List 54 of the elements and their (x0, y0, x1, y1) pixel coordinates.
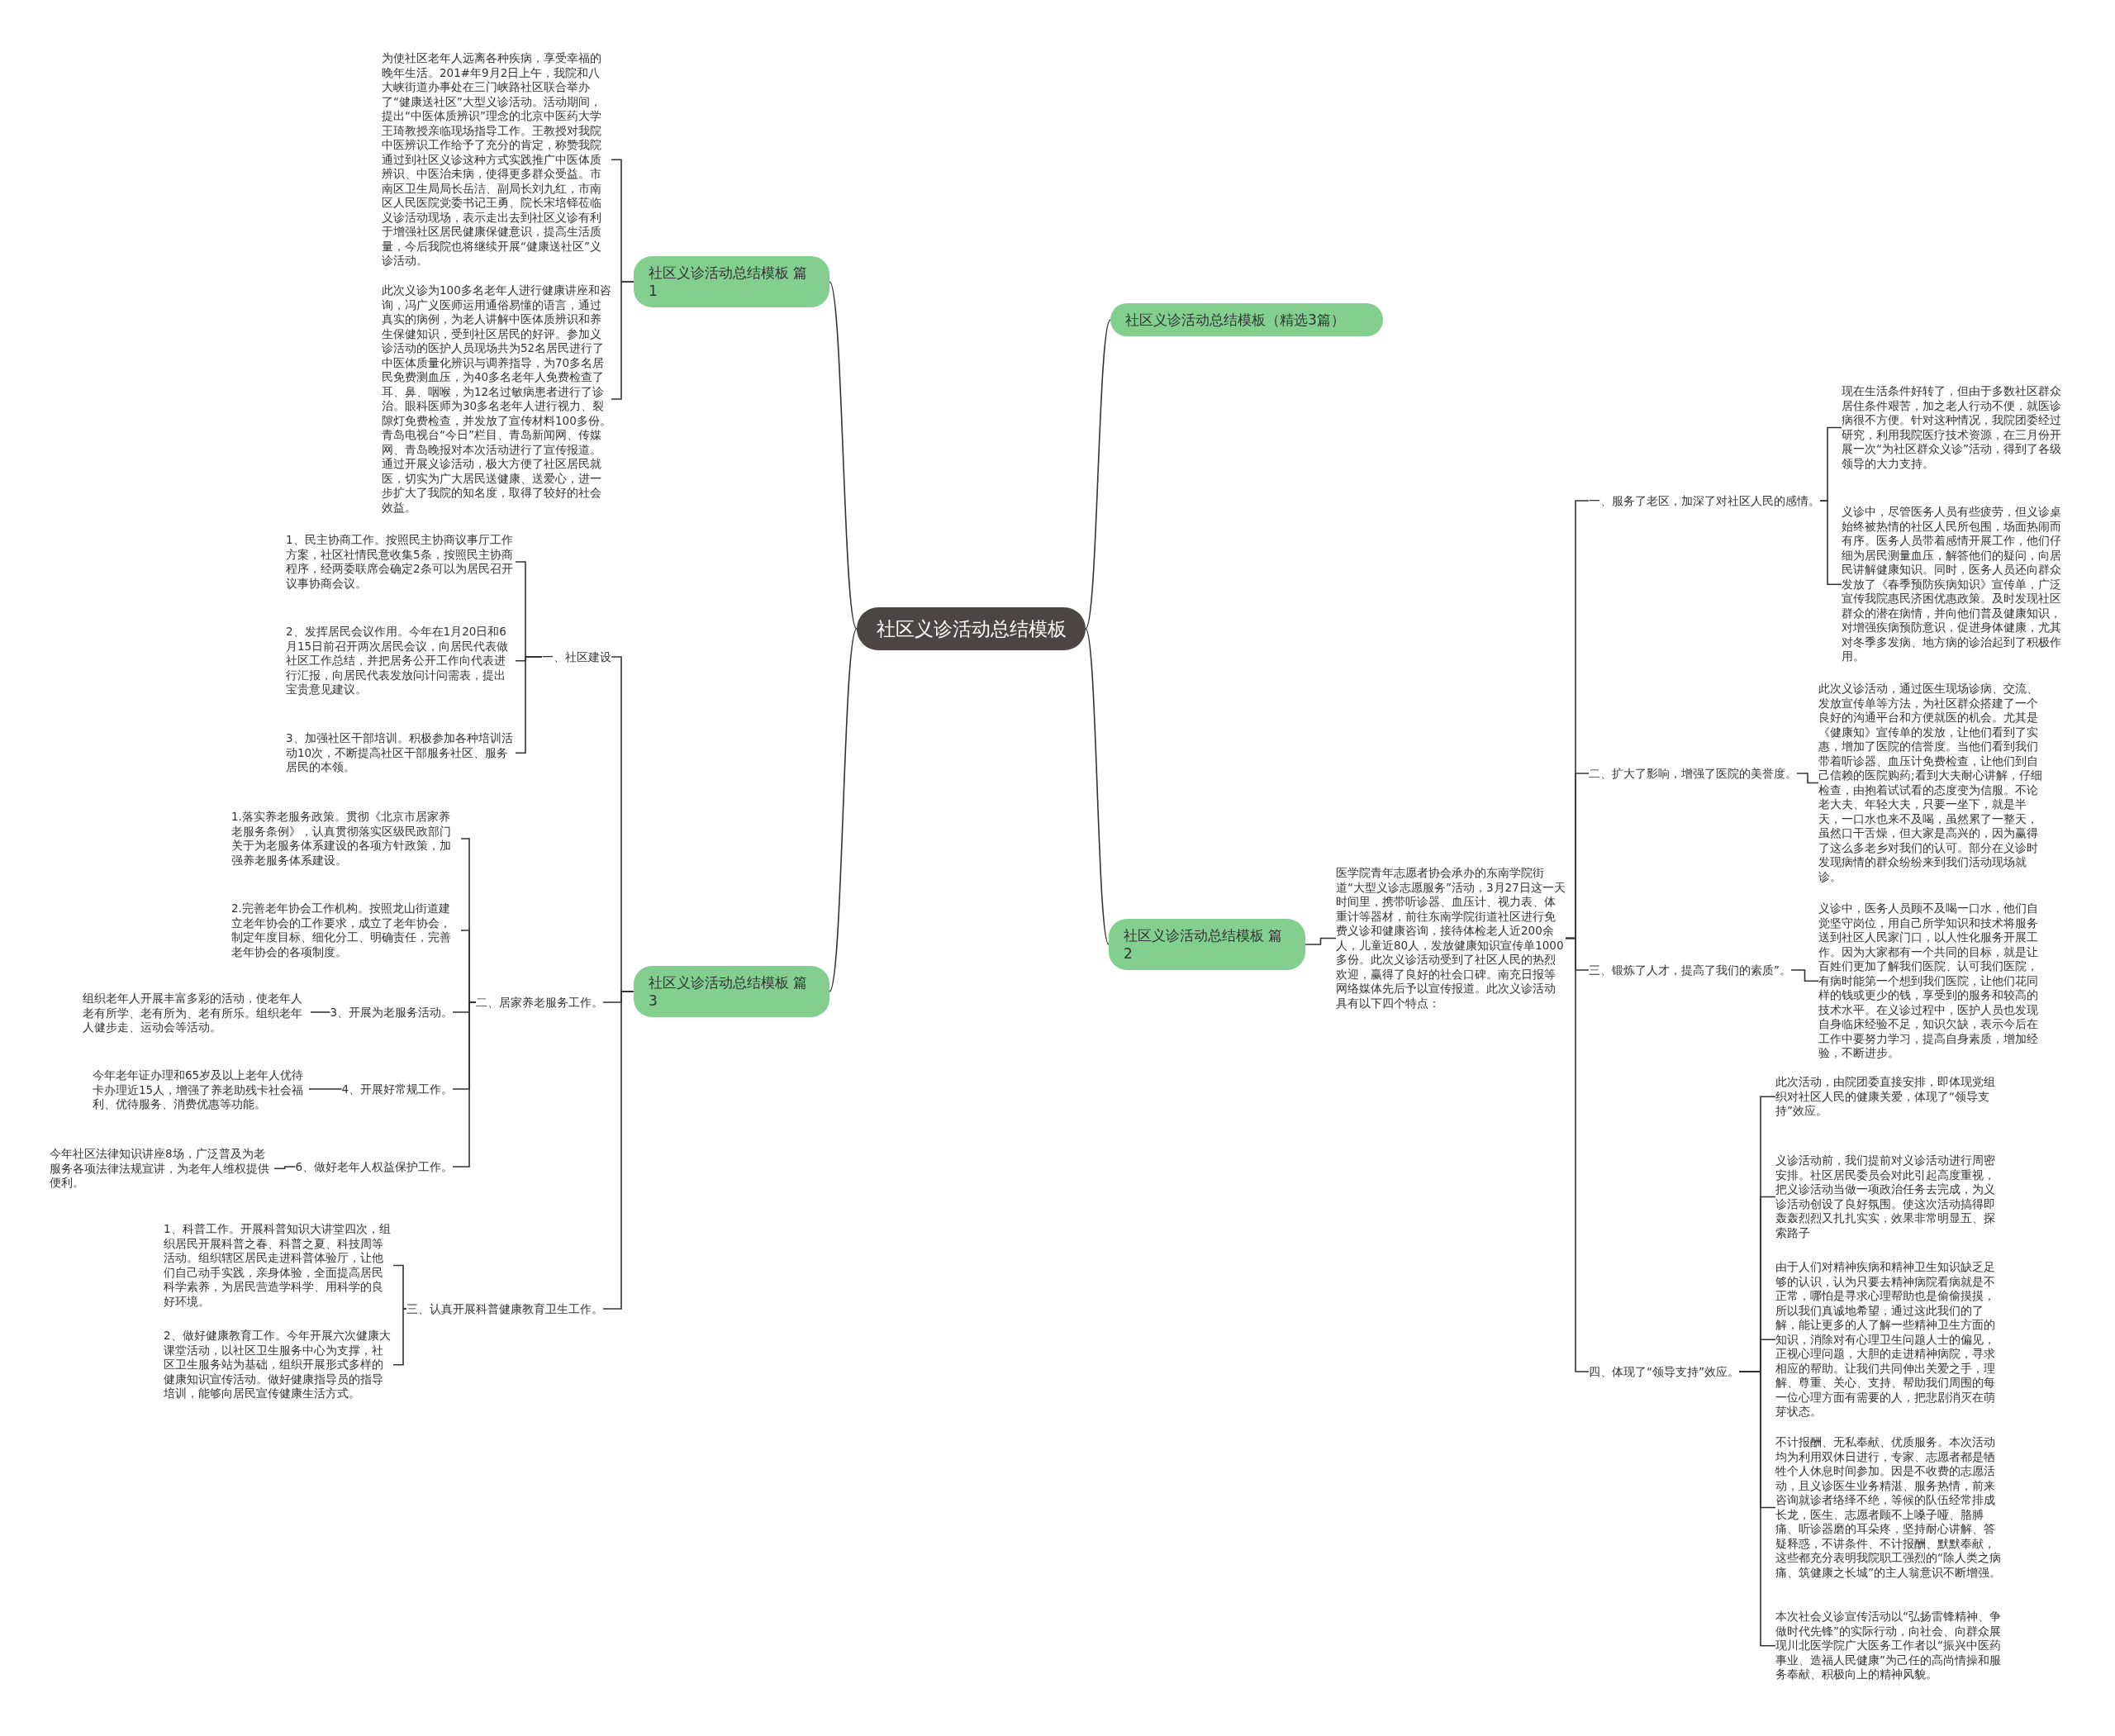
connector-line (602, 991, 634, 1310)
text-paragraph: 不计报酬、无私奉献、优质服务。本次活动均为利用双休日进行，专家、志愿者都是牺牲个人休息时间参加。因是不收费的志愿活动，且义诊医生业务精湛、服务热情，前来咨询就诊者络绎不绝，等候的队伍经常排成长龙，医生、志愿者顾不上嗓子哑、胳膊痛、听诊器磨的耳朵疼，坚持耐心讲解、答疑释惑，不讲条件、不计报酬、默默奉献，这些都充分表明我院职工强烈的“除人类之病痛、筑健康之长城”的主人翁意识不断增强。 (1775, 1435, 2005, 1580)
subtopic-label: 一、服务了老区，加深了对社区人民的感情。 (1589, 492, 1820, 509)
central-topic: 社区义诊活动总结模板 (857, 607, 1086, 650)
subtopic-label: 三、认真开展科普健康教育卫生工作。 (406, 1301, 603, 1317)
text-paragraph: 1、民主协商工作。按照民主协商议事厅工作方案，社区社情民意收集5条，按照民主协商程序，经两委联席会确定2条可以为居民召开议事协商会议。 (286, 533, 516, 591)
subtopic-label: 四、体现了“领导支持”效应。 (1589, 1363, 1739, 1380)
connector-line (1085, 319, 1111, 630)
connector-line (1565, 937, 1590, 1372)
text-paragraph: 为使社区老年人远离各种疾病，享受幸福的晚年生活。201#年9月2日上午，我院和八大峡街道办事处在三门峡路社区联合举办了“健康送社区”大型义诊活动。活动期间，提出“中医体质辨识”理念的北京中医药大学王琦教授亲临现场指导工作。王教授对我院中医辨识工作给予了充分的肯定，称赞我院通过到社区义诊这种方式实践推广中医体质辨识、中医治未病，使得更多群众受益。市南区卫生局局长岳洁、副局长刘九红，市南区人民医院党委书记王勇、院长宋培铎莅临义诊活动现场，表示走出去到社区义诊有利于增强社区居民健康保健意识，提高生活质量，今后我院也将继续开展“健康送社区”义诊活动。 (382, 51, 611, 269)
text-paragraph: 本次社会义诊宣传活动以“弘扬雷锋精神、争做时代先锋”的实际行动，向社会、向群众展现川北医学院广大医务工作者以“振兴中医药事业、造福人民健康”为己任的高尚情操和服务奉献、积极向上的精神风貌。 (1775, 1610, 2005, 1682)
connector-line (392, 1308, 407, 1366)
connector-line (515, 656, 543, 754)
subtopic-label: 一、社区建设 (542, 649, 611, 665)
topic-pill: 社区义诊活动总结模板 篇2 (1109, 919, 1305, 970)
subtopic-label: 二、扩大了影响，增强了医院的美誉度。 (1589, 765, 1797, 782)
subtopic-label: 二、居家养老服务工作。 (476, 994, 603, 1011)
topic-pill: 社区义诊活动总结模板（精选3篇） (1110, 303, 1383, 336)
connector-line (1819, 500, 1842, 586)
text-paragraph: 此次活动，由院团委直接安排，即体现党组织对社区人民的健康关爱，体现了“领导支持”效应。 (1775, 1075, 2005, 1119)
text-paragraph: 1.落实养老服务政策。贯彻《北京市居家养老服务条例》，认真贯彻落实区级民政部门关于为老服务体系建设的各项方针政策，加强养老服务体系建设。 (231, 810, 461, 868)
text-paragraph: 3、加强社区干部培训。积极参加各种培训活动10次，不断提高社区干部服务社区、服务居民的本领。 (286, 731, 516, 775)
subtopic-label: 三、锻炼了人才，提高了我们的素质”。 (1589, 962, 1791, 978)
connector-line (1085, 628, 1110, 945)
connector-line (829, 628, 858, 992)
connector-line (1738, 1371, 1776, 1647)
text-paragraph: 2、发挥居民会议作用。今年在1月20日和6月15日前召开两次居民会议，向居民代表做社区工作总结，并把居务公开工作向代表进行汇报，向居民代表发放问计问需表，提出宝贵意见建议。 (286, 625, 516, 697)
text-paragraph: 由于人们对精神疾病和精神卫生知识缺乏足够的认识，认为只要去精神病院看病就是不正常，哪怕是寻求心理帮助也是偷偷摸摸，所以我们真诚地希望，通过这此我们的了解，能让更多的人了解一些精神卫生方面的知识，消除对有心理卫生问题人士的偏见，正视心理问题，大胆的走进精神病院，寻求相应的帮助。让我们共同伸出关爱之手，理解、尊重、关心、支持、帮助我们周围的每一位心理方面有需要的人，把悲剧消灭在萌芽状态。 (1775, 1260, 2005, 1420)
text-paragraph: 现在生活条件好转了，但由于多数社区群众居住条件艰苦，加之老人行动不便，就医诊病很不方便。针对这种情况，我院团委经过研究，利用我院医疗技术资源，在三月份开展一次“为社区群众义诊”活动，得到了各级领导的大力支持。 (1842, 384, 2071, 471)
text-paragraph: 组织老年人开展丰富多彩的活动，使老年人老有所学、老有所为、老有所乐。组织老年人健步走、运动会等活动。 (83, 992, 311, 1035)
connector-line (308, 1088, 343, 1090)
subtopic-label: 4、开展好常规工作。 (341, 1081, 453, 1097)
connector-line (1790, 969, 1819, 982)
text-paragraph: 此次义诊活动，通过医生现场诊病、交流、发放宣传单等方法，为社区群众搭建了一个良好的沟通平台和方便就医的机会。尤其是《健康知》宣传单的发放，让他们看到了实惠，增加了医院的信誉度。当他们看到我们带着听诊器、血压计免费检查，让他们到自己信赖的医院购药;看到大夫耐心讲解，仔细检查，由抱着试试看的态度变为信服。不论老大夫、年轻大夫，只要一坐下，就是半天，一口水也来不及喝，虽然累了一整天，虽然口干舌燥，但大家是高兴的，因为赢得了这么多老乡对我们的认可。部分在义诊时发现病情的群众纷纷来到我们活动现场就诊。 (1818, 682, 2048, 884)
text-paragraph: 今年老年证办理和65岁及以上老年人优待卡办理近15人，增强了养老助残卡社会福利、优待服务、消费优惠等功能。 (93, 1068, 309, 1112)
connector-line (611, 281, 634, 400)
connector-line (829, 281, 858, 630)
connector-line (1305, 937, 1337, 945)
text-paragraph: 2、做好健康教育工作。今年开展六次健康大课堂活动，以社区卫生服务中心为支撑，社区卫生服务站为基础，组织开展形式多样的健康知识宣传活动。做好健康指导员的指导培训，能够向居民宣传健康生活方式。 (164, 1329, 393, 1401)
subtopic-label: 6、做好老年人权益保护工作。 (295, 1158, 453, 1175)
text-paragraph: 义诊中，尽管医务人员有些疲劳，但义诊桌始终被热情的社区人民所包围，场面热闹而有序。医务人员带着感情开展工作，他们仔细为居民测量血压，解答他们的疑问，向居民讲解健康知识。同时，医务人员还向群众发放了《春季预防疾病知识》宣传单，广泛宣传我院惠民济困优惠政策。及时发现社区群众的潜在病情，并向他们普及健康知识，对增强疾病预防意识，促进身体健康，尤其对冬季多发病、地方病的诊治起到了积极作用。 (1842, 505, 2071, 664)
text-paragraph: 义诊活动前，我们提前对义诊活动进行周密安排。社区居民委员会对此引起高度重视，把义诊活动当做一项政治任务去完成，为义诊活动创设了良好氛围。使这次活动搞得即轰轰烈烈又扎扎实实，效果非常明显五、探索路子 (1775, 1153, 2005, 1240)
text-paragraph: 1、科普工作。开展科普知识大讲堂四次，组织居民开展科普之春、科普之夏、科技周等活动。组织辖区居民走进科普体验厅，让他们自己动手实践，亲身体验，全面提高居民科学素养，为居民营造学科学、用科学的良好环境。 (164, 1222, 393, 1309)
text-paragraph: 医学院青年志愿者协会承办的东南学院街道“大型义诊志愿服务”活动，3月27日这一天时间里，携带听诊器、血压计、视力表、体重计等器材，前往东南学院街道社区进行免费义诊和健康咨询，接待体检老人近200余人，儿童近80人，发放健康知识宣传单1000多份。此次义诊活动受到了社区人民的热烈欢迎，赢得了良好的社会口碑。南充日报等网络媒体先后予以宣传报道。此次义诊活动具有以下四个特点： (1336, 866, 1566, 1011)
connector-line (1796, 773, 1819, 784)
topic-pill: 社区义诊活动总结模板 篇3 (634, 966, 829, 1017)
connector-line (310, 1011, 331, 1013)
subtopic-label: 3、开展为老服务活动。 (330, 1004, 453, 1020)
text-paragraph: 义诊中，医务人员顾不及喝一口水，他们自觉坚守岗位，用自己所学知识和技术将服务送到社区人民家门口，以人性化服务开展工作。因为大家都有一个共同的目标，就是让百姓们更加了解我们医院、认可我们医院，有病时能第一个想到我们医院，让他们花同样的钱或更少的钱，享受到的服务和较高的技术水平。在义诊过程中，医护人员也发现自身临床经验不足，知识欠缺，表示今后在工作中要努力学习，提高自身素质，增加经验，不断进步。 (1818, 901, 2048, 1061)
topic-pill: 社区义诊活动总结模板 篇1 (634, 256, 829, 307)
connector-line (273, 1166, 297, 1170)
text-paragraph: 2.完善老年协会工作机构。按照龙山街道建立老年协会的工作要求，成立了老年协会，制定年度目标、细化分工、明确责任，完善老年协会的各项制度。 (231, 901, 461, 959)
text-paragraph: 此次义诊为100多名老年人进行健康讲座和咨询，冯广义医师运用通俗易懂的语言，通过真实的病例，为老人讲解中医体质辨识和养生保健知识，受到社区居民的好评。参加义诊活动的医护人员现场共为52名居民进行了中医体质量化辨识与调养指导，为70多名居民免费测血压，为40多名老年人免费检查了耳、鼻、咽喉，为12名过敏病患者进行了诊治。眼科医师为30多名老年人进行视力、裂隙灯免费检查，并发放了宣传材料100多份。青岛电视台“今日”栏目、青岛新闻网、传媒网、青岛晚报对本次活动进行了宣传报道。通过开展义诊活动，极大方便了社区居民就医，切实为广大居民送健康、送爱心，进一步扩大了我院的知名度，取得了较好的社会效益。 (382, 283, 611, 515)
text-paragraph: 今年社区法律知识讲座8场，广泛普及为老服务各项法律法规宣讲，为老年人维权提供便利。 (50, 1147, 274, 1191)
